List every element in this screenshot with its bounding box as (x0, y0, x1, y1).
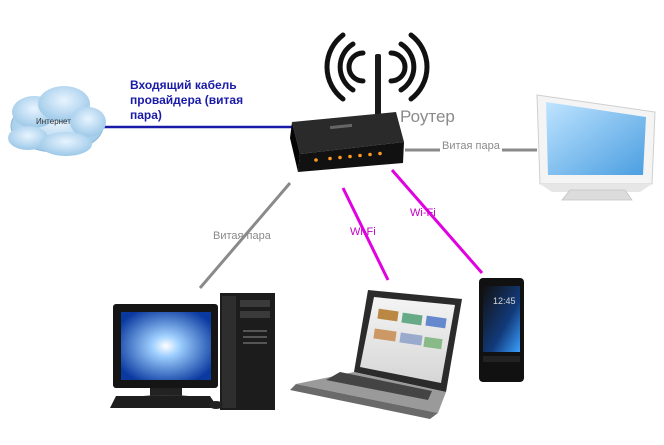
smartphone-icon (479, 278, 524, 382)
wifi-phone-label: Wi-Fi (410, 207, 436, 219)
router-label: Роутер (400, 107, 455, 126)
phone-clock-text: 12:45 (493, 296, 516, 306)
twisted-pair-tv-label: Витая пара (440, 140, 502, 152)
router-icon (290, 54, 404, 172)
wifi-laptop-label: Wi-Fi (350, 226, 376, 238)
twisted-pair-pc-line (198, 182, 292, 289)
provider-cable-label: Входящий кабель провайдера (витая пара) (130, 78, 244, 122)
internet-label: Интернет (36, 117, 71, 126)
laptop-icon (290, 290, 462, 419)
tv-icon (536, 94, 656, 201)
twisted-pair-pc-label: Витая пара (213, 230, 271, 242)
cloud-icon (8, 86, 106, 156)
keyboard-icon (110, 396, 223, 409)
wifi-laptop-line (341, 187, 390, 281)
wifi-phone-line (390, 169, 484, 274)
desktop-pc-icon (220, 293, 275, 410)
wifi-signal-icon (324, 32, 430, 102)
monitor-icon (113, 304, 218, 401)
